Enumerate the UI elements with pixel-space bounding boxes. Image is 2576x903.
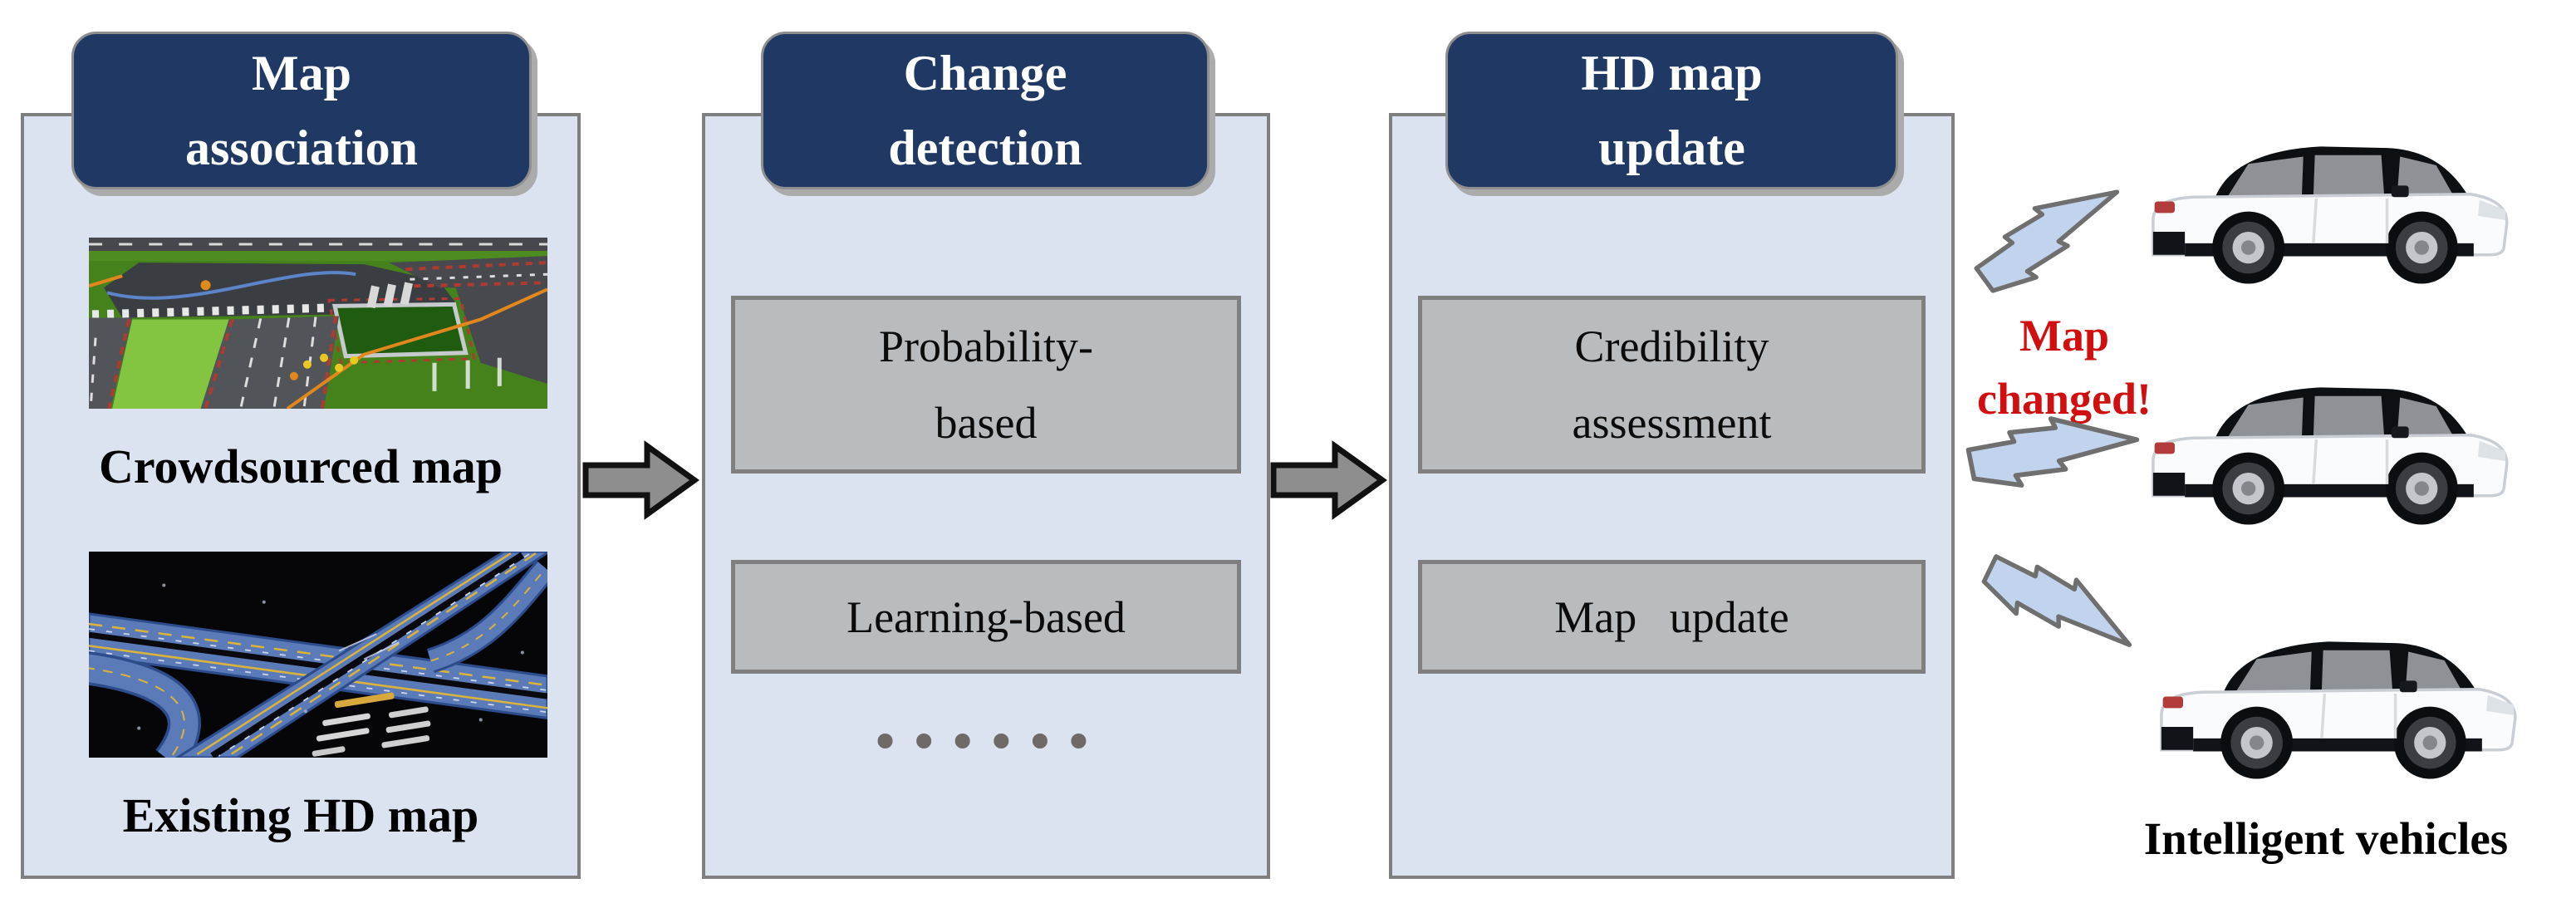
existing-hd-map-image	[89, 552, 547, 758]
vehicle-icon	[2142, 130, 2517, 289]
stage-title-change-detection: Change detection	[761, 32, 1209, 189]
method-box-credibility-assessment: Credibility assessment	[1418, 296, 1926, 474]
ellipsis-dots: ••••••	[870, 712, 1102, 773]
stage-title-line: update	[1598, 120, 1745, 175]
method-label: based	[935, 398, 1038, 448]
flow-arrow-icon	[581, 439, 699, 522]
method-box-probability-based: Probability- based	[731, 296, 1241, 474]
vehicle-icon	[2142, 371, 2517, 530]
method-box-learning-based: Learning-based	[731, 560, 1241, 674]
lightning-bolt-icon	[1970, 183, 2120, 301]
stage-title-line: HD map	[1581, 46, 1763, 101]
method-label: Credibility	[1574, 321, 1769, 371]
map-changed-label: Map changed!	[1952, 304, 2176, 430]
stage-title-line: Map	[252, 46, 351, 101]
method-label: assessment	[1572, 398, 1772, 448]
method-box-map-update: Map update	[1418, 560, 1926, 674]
caption-crowdsourced-map: Crowdsourced map	[98, 439, 503, 493]
lightning-bolt-icon	[1967, 513, 2137, 698]
intelligent-vehicles-label: Intelligent vehicles	[2143, 813, 2509, 864]
panel-map-association: Crowdsourced map Existing HD map	[21, 113, 581, 879]
crowdsourced-map-image	[89, 238, 547, 409]
stage-title-line: association	[184, 120, 419, 175]
map-changed-line: Map	[2019, 311, 2109, 361]
map-changed-line: changed!	[1976, 374, 2152, 424]
stage-title-line: Change	[903, 46, 1067, 101]
panel-change-detection: Probability- based Learning-based ••••••	[702, 113, 1270, 879]
method-label: Learning-based	[846, 591, 1126, 642]
stage-title-hd-map-update: HD map update	[1445, 32, 1898, 189]
caption-existing-hd-map: Existing HD map	[122, 788, 479, 842]
flow-arrow-icon	[1268, 439, 1387, 522]
method-label: Probability-	[879, 321, 1093, 371]
panel-hd-map-update: Credibility assessment Map update	[1389, 113, 1955, 879]
vehicle-icon	[2150, 625, 2525, 784]
method-label: Map update	[1554, 591, 1789, 642]
stage-title-map-association: Map association	[71, 32, 532, 189]
stage-title-line: detection	[888, 120, 1082, 175]
